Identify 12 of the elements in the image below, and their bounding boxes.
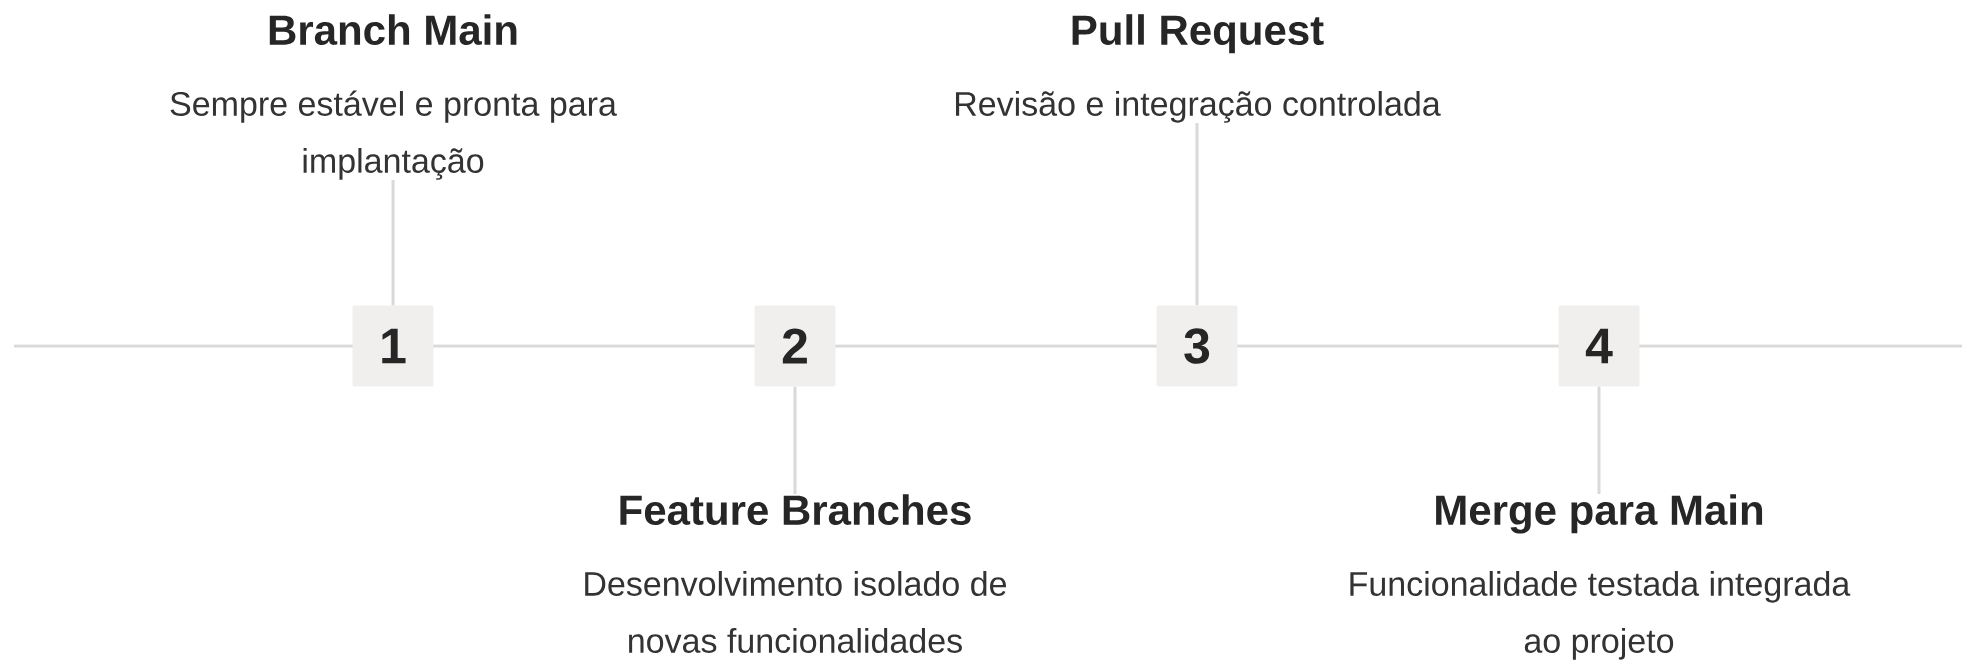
step-box: 2 <box>754 305 836 387</box>
step-box: 4 <box>1558 305 1640 387</box>
step-label: Branch Main Sempre estável e pronta para implantação <box>170 14 617 180</box>
step-label: Merge para Main Funcionalidade testada integrada ao projeto <box>1350 494 1851 660</box>
step-box: 1 <box>352 305 434 387</box>
leader-line <box>391 180 395 306</box>
step-label: Pull Request Revisão e integração controlada <box>956 14 1441 123</box>
leader-line <box>1597 386 1601 494</box>
leader-line <box>793 386 797 494</box>
leader-line <box>1195 123 1199 306</box>
step-box: 3 <box>1156 305 1238 387</box>
step-label: Feature Branches Desenvolvimento isolado de novas funcionalidades <box>585 494 1006 653</box>
